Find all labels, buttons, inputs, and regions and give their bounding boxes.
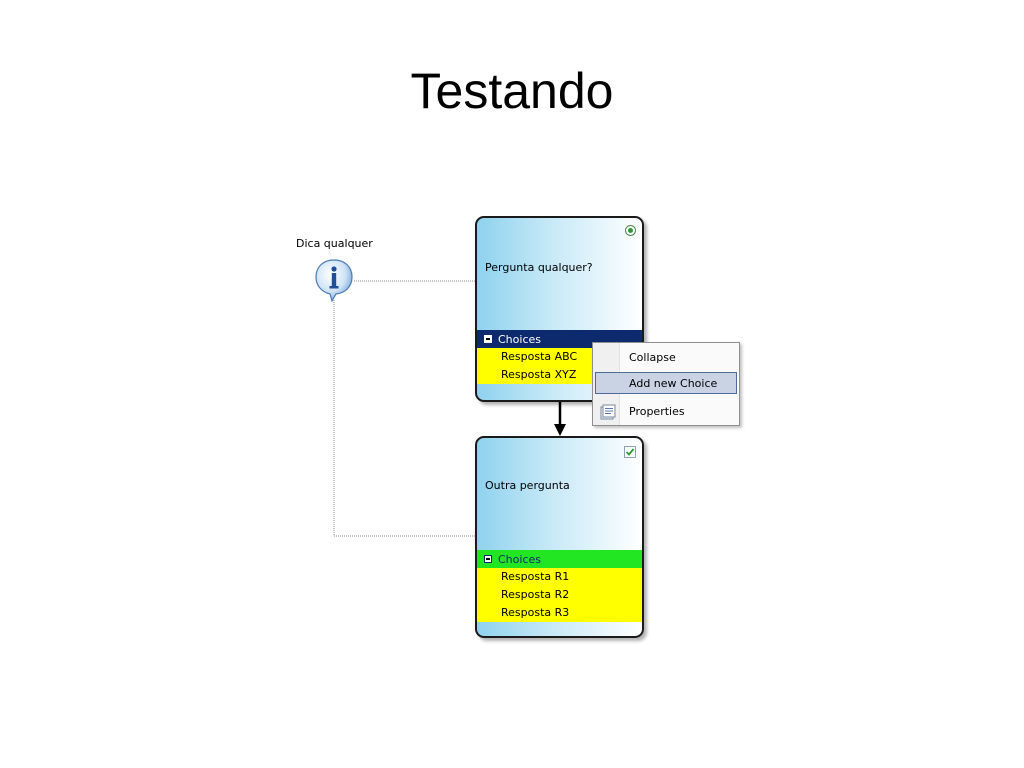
hint-label: Dica qualquer bbox=[296, 237, 373, 250]
choices-header-1-label: Choices bbox=[498, 332, 541, 346]
hint-connector-side bbox=[333, 300, 476, 537]
choices-header-2[interactable]: Choices bbox=[477, 550, 642, 568]
choices-list-2: Resposta R1 Resposta R2 Resposta R3 bbox=[477, 568, 642, 622]
menu-item-properties-label: Properties bbox=[629, 405, 685, 418]
properties-icon bbox=[600, 404, 616, 423]
collapse-minus-icon[interactable] bbox=[484, 555, 492, 563]
menu-item-add-new-choice-label: Add new Choice bbox=[629, 377, 718, 390]
collapse-minus-icon[interactable] bbox=[484, 335, 492, 343]
checkbox-checked-icon[interactable] bbox=[624, 446, 636, 458]
flow-arrow-head bbox=[554, 424, 566, 436]
choice-item[interactable]: Resposta XYZ bbox=[501, 368, 577, 381]
choice-item[interactable]: Resposta ABC bbox=[501, 350, 578, 363]
context-menu: Collapse Add new Choice Properties bbox=[592, 342, 740, 426]
radio-selected-icon[interactable] bbox=[625, 225, 636, 236]
choices-header-2-label: Choices bbox=[498, 552, 541, 566]
question-node-2[interactable]: Outra pergunta Choices Resposta R1 Respo… bbox=[475, 436, 644, 638]
menu-item-collapse-label: Collapse bbox=[629, 351, 676, 364]
question-node-1-body[interactable]: Pergunta qualquer? bbox=[477, 218, 642, 330]
choice-item[interactable]: Resposta R3 bbox=[501, 606, 570, 619]
slide-title: Testando bbox=[410, 63, 614, 119]
menu-item-collapse[interactable]: Collapse bbox=[595, 346, 737, 368]
menu-item-properties[interactable]: Properties bbox=[595, 400, 737, 422]
question-node-2-body[interactable]: Outra pergunta bbox=[477, 438, 642, 550]
question-node-2-text: Outra pergunta bbox=[485, 479, 570, 492]
choice-item[interactable]: Resposta R1 bbox=[501, 570, 570, 583]
question-node-1-text: Pergunta qualquer? bbox=[485, 261, 593, 274]
menu-item-add-new-choice[interactable]: Add new Choice bbox=[595, 372, 737, 394]
choice-item[interactable]: Resposta R2 bbox=[501, 588, 570, 601]
info-balloon-icon[interactable] bbox=[313, 258, 355, 307]
